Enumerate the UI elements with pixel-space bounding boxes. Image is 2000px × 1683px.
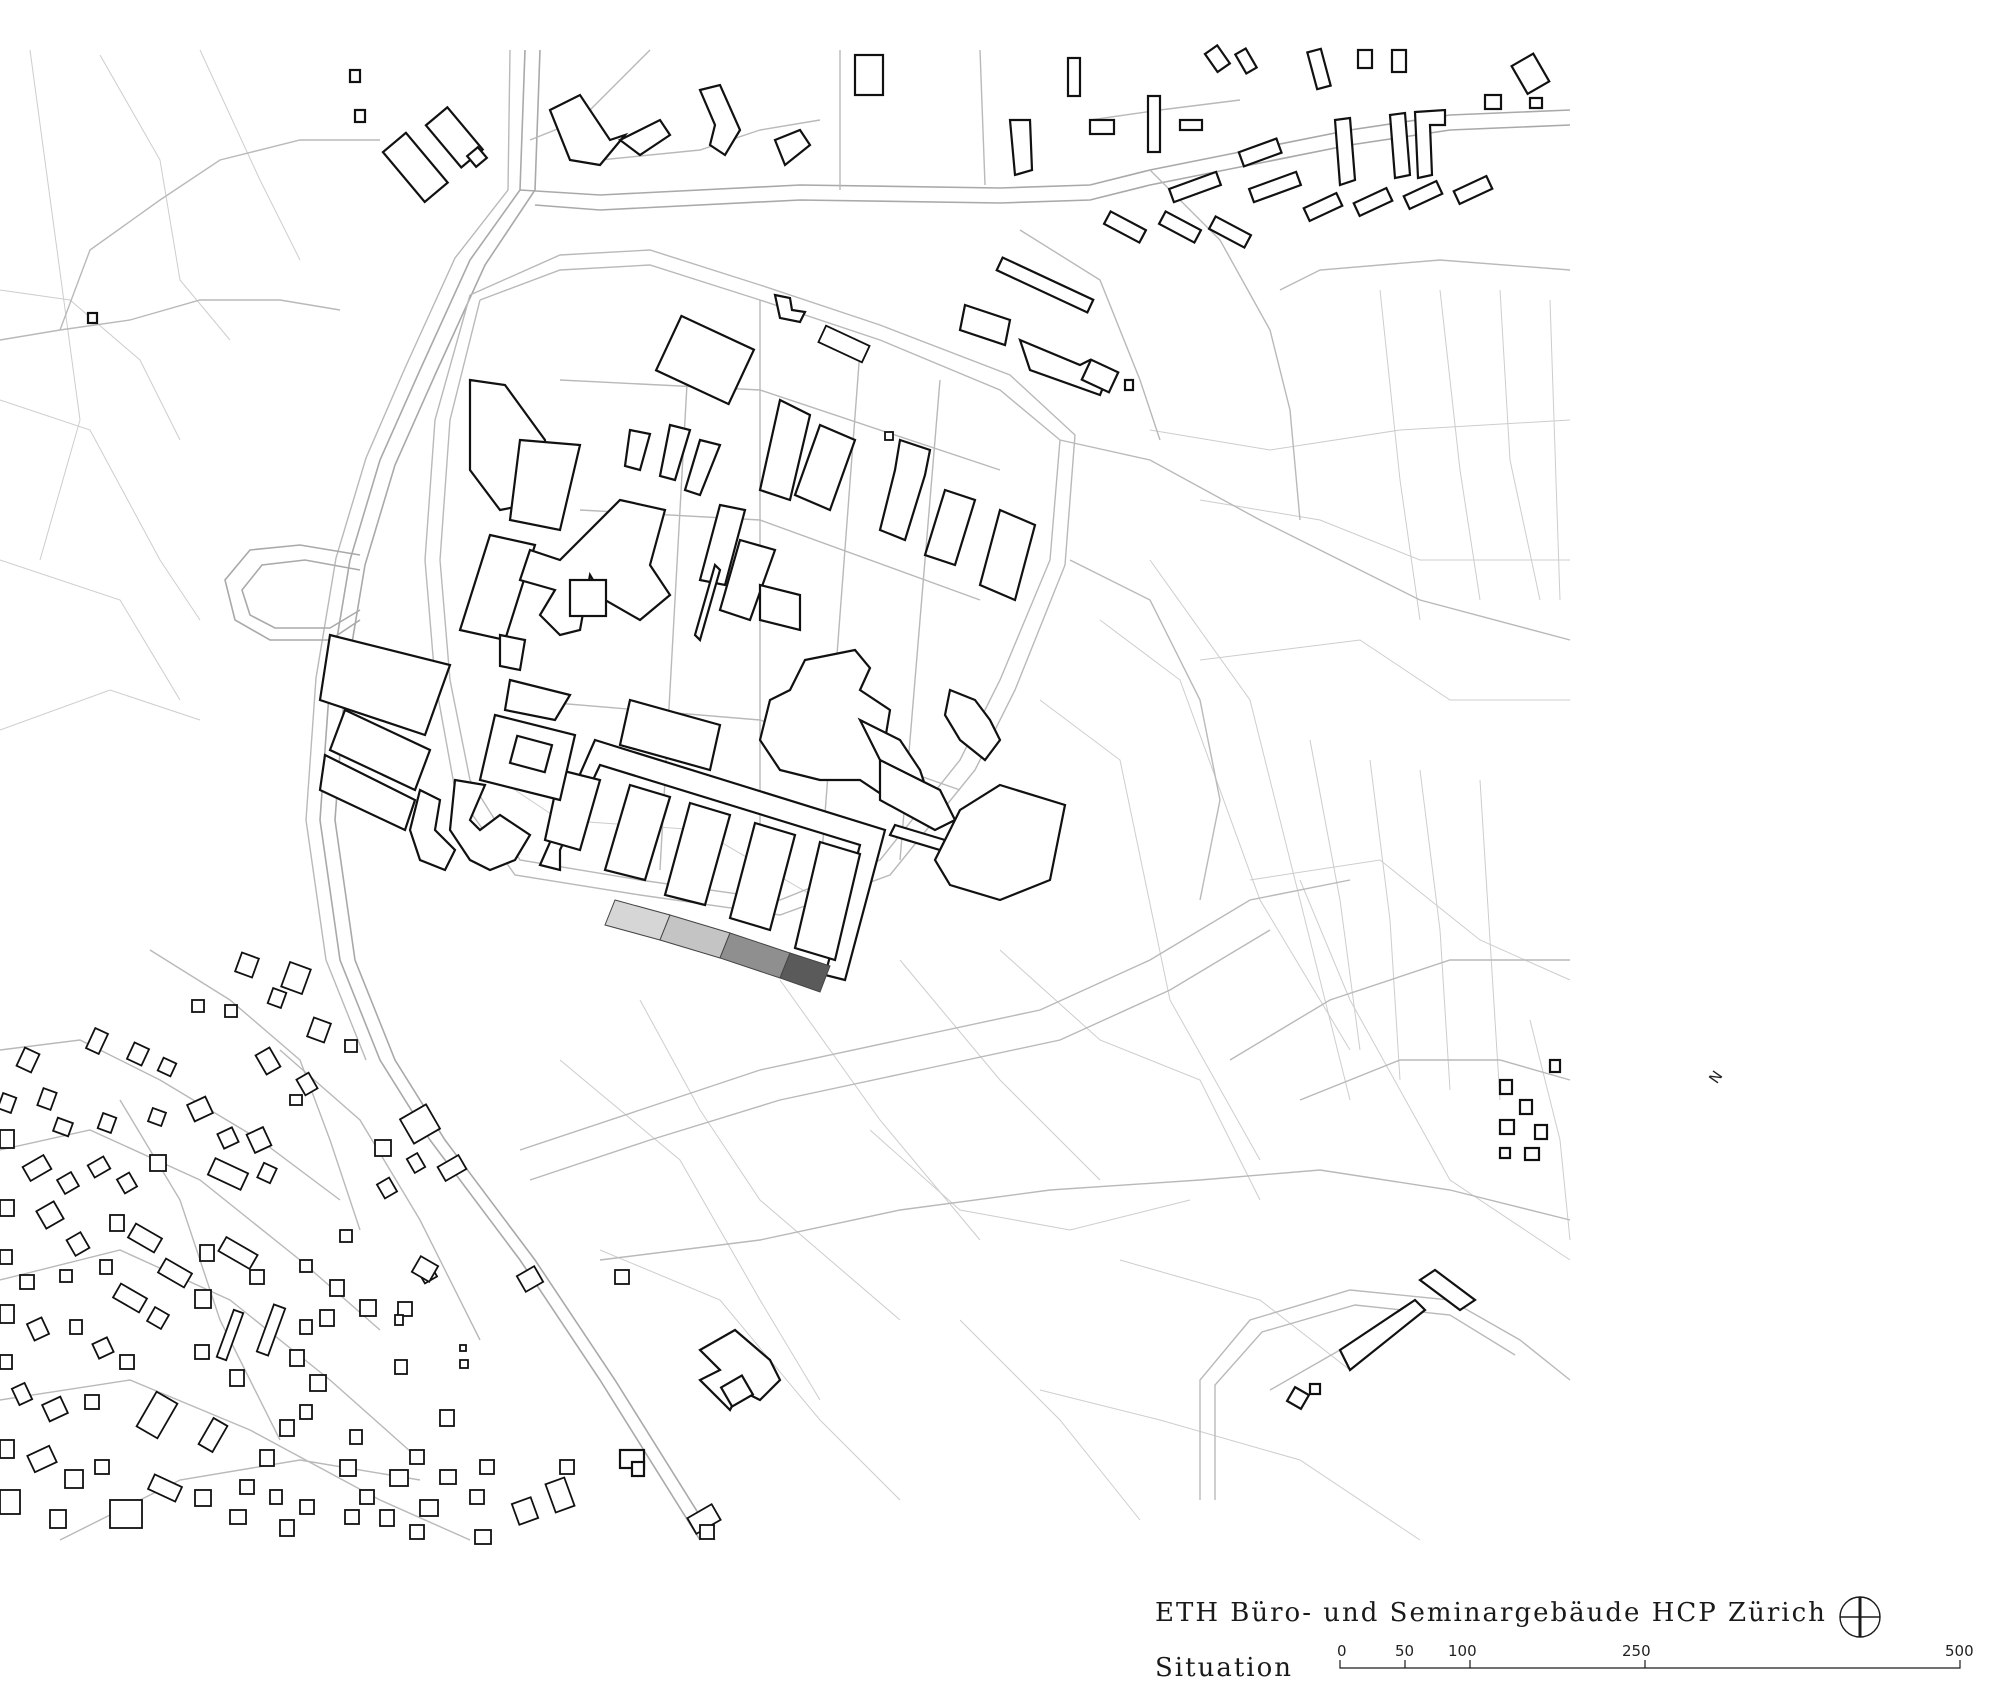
title-block: ETH Büro- und Seminargebäude HCP Zürich: [1155, 1598, 1827, 1628]
campus-buildings: [318, 256, 1135, 982]
new-building-hcp: [604, 899, 831, 993]
scale-tick-500: 500: [1945, 1642, 1974, 1660]
scale-tick-0: 0: [1337, 1642, 1347, 1660]
buildings-south-east: [618, 1058, 1562, 1478]
new-building-segment: [604, 899, 671, 941]
scale-tick-250: 250: [1622, 1642, 1651, 1660]
north-marker-label: N: [1705, 1067, 1726, 1087]
north-marker-icon: N: [1705, 1067, 1726, 1087]
new-building-segment: [719, 932, 791, 979]
north-arrow-icon: [1839, 1596, 1881, 1638]
buildings-north: [86, 43, 1551, 325]
scale-tick-100: 100: [1448, 1642, 1477, 1660]
new-building-segment: [659, 914, 731, 959]
new-building-segment: [779, 952, 831, 993]
drawing-subtitle: Situation: [1155, 1653, 1293, 1683]
drawing-title: ETH Büro- und Seminargebäude HCP Zürich: [1155, 1598, 1827, 1628]
buildings-southwest: [0, 951, 722, 1545]
scale-bar: 0 50 100 250 500: [1337, 1642, 1974, 1669]
scale-tick-50: 50: [1395, 1642, 1414, 1660]
